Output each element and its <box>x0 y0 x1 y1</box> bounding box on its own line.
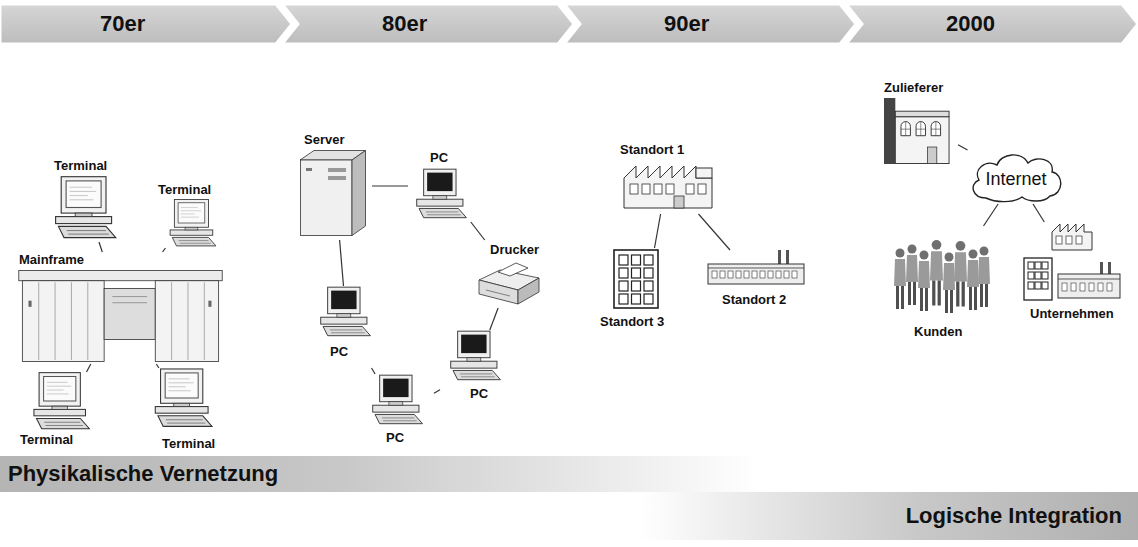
period-chevron: 90er <box>564 4 856 44</box>
network-link <box>163 248 166 252</box>
network-link <box>156 364 159 368</box>
network-link <box>372 185 408 186</box>
device-label: Drucker <box>490 242 539 258</box>
network-link <box>984 204 999 226</box>
network-link <box>87 364 91 372</box>
device-node: PC <box>408 150 478 222</box>
network-link <box>99 242 102 252</box>
cloud-shape <box>973 155 1061 202</box>
building-icon <box>624 166 712 208</box>
device-label: Standort 2 <box>722 292 786 308</box>
device-node: Drucker <box>470 240 552 308</box>
device-label: PC <box>386 430 404 446</box>
device-node: Terminal <box>140 368 232 454</box>
period-label: 2000 <box>846 11 995 37</box>
chevron-shape <box>564 4 856 44</box>
network-link <box>490 308 498 330</box>
server-icon <box>300 151 366 236</box>
device-label: Kunden <box>914 324 962 340</box>
terminal-icon <box>34 373 89 429</box>
period-label: 70er <box>0 11 145 37</box>
device-label: PC <box>470 386 488 402</box>
phase-band: Physikalische Vernetzung <box>0 456 760 492</box>
terminal-icon <box>170 200 216 246</box>
chevron-shape <box>0 4 292 44</box>
network-link <box>471 222 485 240</box>
printer-icon <box>479 263 539 304</box>
device-label: Standort 3 <box>600 314 664 330</box>
people-icon <box>894 240 990 313</box>
pc-icon <box>373 375 423 424</box>
chevron-shape <box>282 4 574 44</box>
device-label: Mainframe <box>19 252 84 268</box>
device-label: Terminal <box>162 436 215 452</box>
terminal-icon <box>155 369 212 426</box>
device-label: Terminal <box>54 158 107 174</box>
network-link <box>1033 204 1044 222</box>
device-label: PC <box>430 150 448 166</box>
period-chevron: 2000 <box>846 4 1138 44</box>
pc-icon <box>451 331 501 380</box>
band-label: Physikalische Vernetzung <box>0 461 278 487</box>
network-link <box>434 390 440 394</box>
factory-icon <box>884 98 949 164</box>
network-link <box>699 214 731 250</box>
factory-icon <box>708 250 804 284</box>
network-link <box>372 368 376 374</box>
network-link <box>655 214 661 248</box>
device-label: Terminal <box>158 182 211 198</box>
device-node: Standort 3 <box>600 248 692 344</box>
office-icon <box>614 250 658 308</box>
chevron-shape <box>564 4 856 44</box>
device-node: PC <box>440 330 510 408</box>
phase-band: Logische Integration <box>640 492 1138 540</box>
terminal-icon <box>56 177 116 238</box>
device-node: Standort 1 <box>612 142 722 214</box>
device-node: Terminal <box>148 182 232 248</box>
device-label: Zulieferer <box>884 80 943 96</box>
device-label: Terminal <box>20 432 73 448</box>
device-node: Zulieferer <box>880 80 958 166</box>
period-chevron: 80er <box>282 4 574 44</box>
device-node: Kunden <box>888 226 998 348</box>
mainframe-icon <box>19 271 222 362</box>
chevron-shape <box>282 4 574 44</box>
period-label: 80er <box>282 11 427 37</box>
device-label: Standort 1 <box>620 142 684 158</box>
device-node: Server <box>298 132 372 240</box>
device-node: Terminal <box>40 158 130 242</box>
device-node: Standort 2 <box>702 250 814 314</box>
chevron-shape <box>846 4 1138 44</box>
network-link <box>958 145 968 150</box>
pc-icon <box>321 287 371 336</box>
chevron-shape <box>0 4 292 44</box>
pc-icon <box>417 169 467 218</box>
device-node: PC <box>364 374 434 454</box>
device-node: Mainframe <box>15 252 227 364</box>
band-label: Logische Integration <box>906 503 1138 529</box>
cloud-label: Internet <box>985 164 1046 190</box>
device-node: PC <box>312 286 382 368</box>
period-chevron: 70er <box>0 4 292 44</box>
device-label: Server <box>304 132 344 148</box>
period-label: 90er <box>564 11 709 37</box>
network-cloud: Internet <box>966 150 1066 204</box>
device-node: Terminal <box>18 372 113 450</box>
device-label: PC <box>330 344 348 360</box>
device-node: Unternehmen <box>1020 222 1134 326</box>
network-link <box>340 240 344 286</box>
company-icon <box>1024 224 1120 300</box>
device-label: Unternehmen <box>1030 306 1114 322</box>
